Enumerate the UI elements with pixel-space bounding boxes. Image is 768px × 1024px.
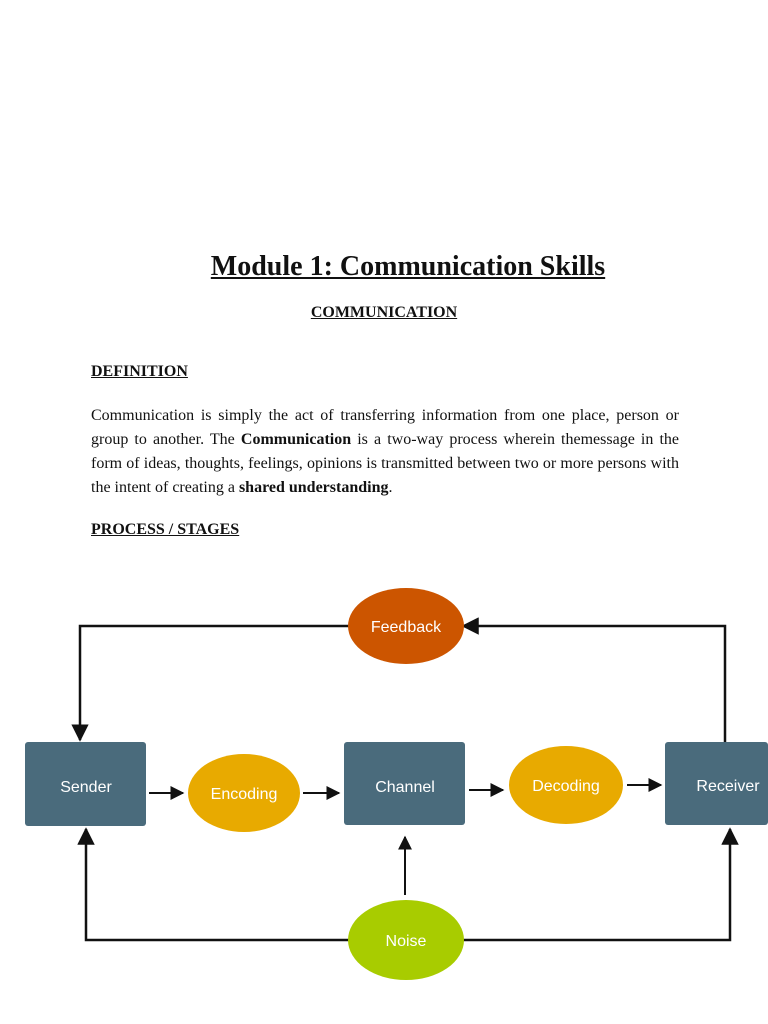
definition-bold-communication: Communication (240, 431, 352, 448)
receiver-node: Receiver (665, 742, 768, 825)
sender-node: Sender (25, 742, 146, 826)
noise-loop-lines (77, 827, 739, 942)
definition-text-2: is a two-way process wherein themessage … (91, 431, 680, 496)
definition-paragraph: Communication is simply the act of trans… (91, 404, 679, 500)
sender-label: Sender (60, 779, 112, 796)
feedback-node: Feedback (348, 588, 464, 664)
encoding-label: Encoding (211, 786, 278, 803)
receiver-label: Receiver (696, 778, 760, 795)
noise-label: Noise (386, 933, 427, 950)
feedback-label: Feedback (371, 619, 442, 636)
feedback-to-sender-line (71, 624, 350, 742)
encoding-node: Encoding (188, 754, 300, 832)
section-title: COMMUNICATION (310, 304, 458, 321)
page-title: Module 1: Communication Skills (210, 251, 606, 282)
channel-node: Channel (344, 742, 465, 825)
noise-to-receiver-line (462, 827, 739, 942)
receiver-to-feedback-line (461, 617, 727, 742)
process-heading: PROCESS / STAGES (91, 521, 240, 538)
noise-node: Noise (348, 900, 464, 980)
channel-label: Channel (375, 779, 435, 796)
definition-heading: DEFINITION (91, 363, 188, 380)
noise-to-sender-line (77, 827, 350, 942)
flow-arrows (149, 778, 663, 895)
decoding-node: Decoding (509, 746, 623, 824)
definition-text-3: . (388, 479, 393, 496)
decoding-label: Decoding (532, 778, 600, 795)
feedback-loop-lines (71, 617, 727, 742)
definition-text-1: Communication is simply the act of trans… (91, 407, 679, 448)
communication-process-diagram: Feedback Sender Encoding Channel Decodin… (25, 588, 768, 980)
definition-bold-shared-understanding: shared understanding (238, 479, 389, 496)
